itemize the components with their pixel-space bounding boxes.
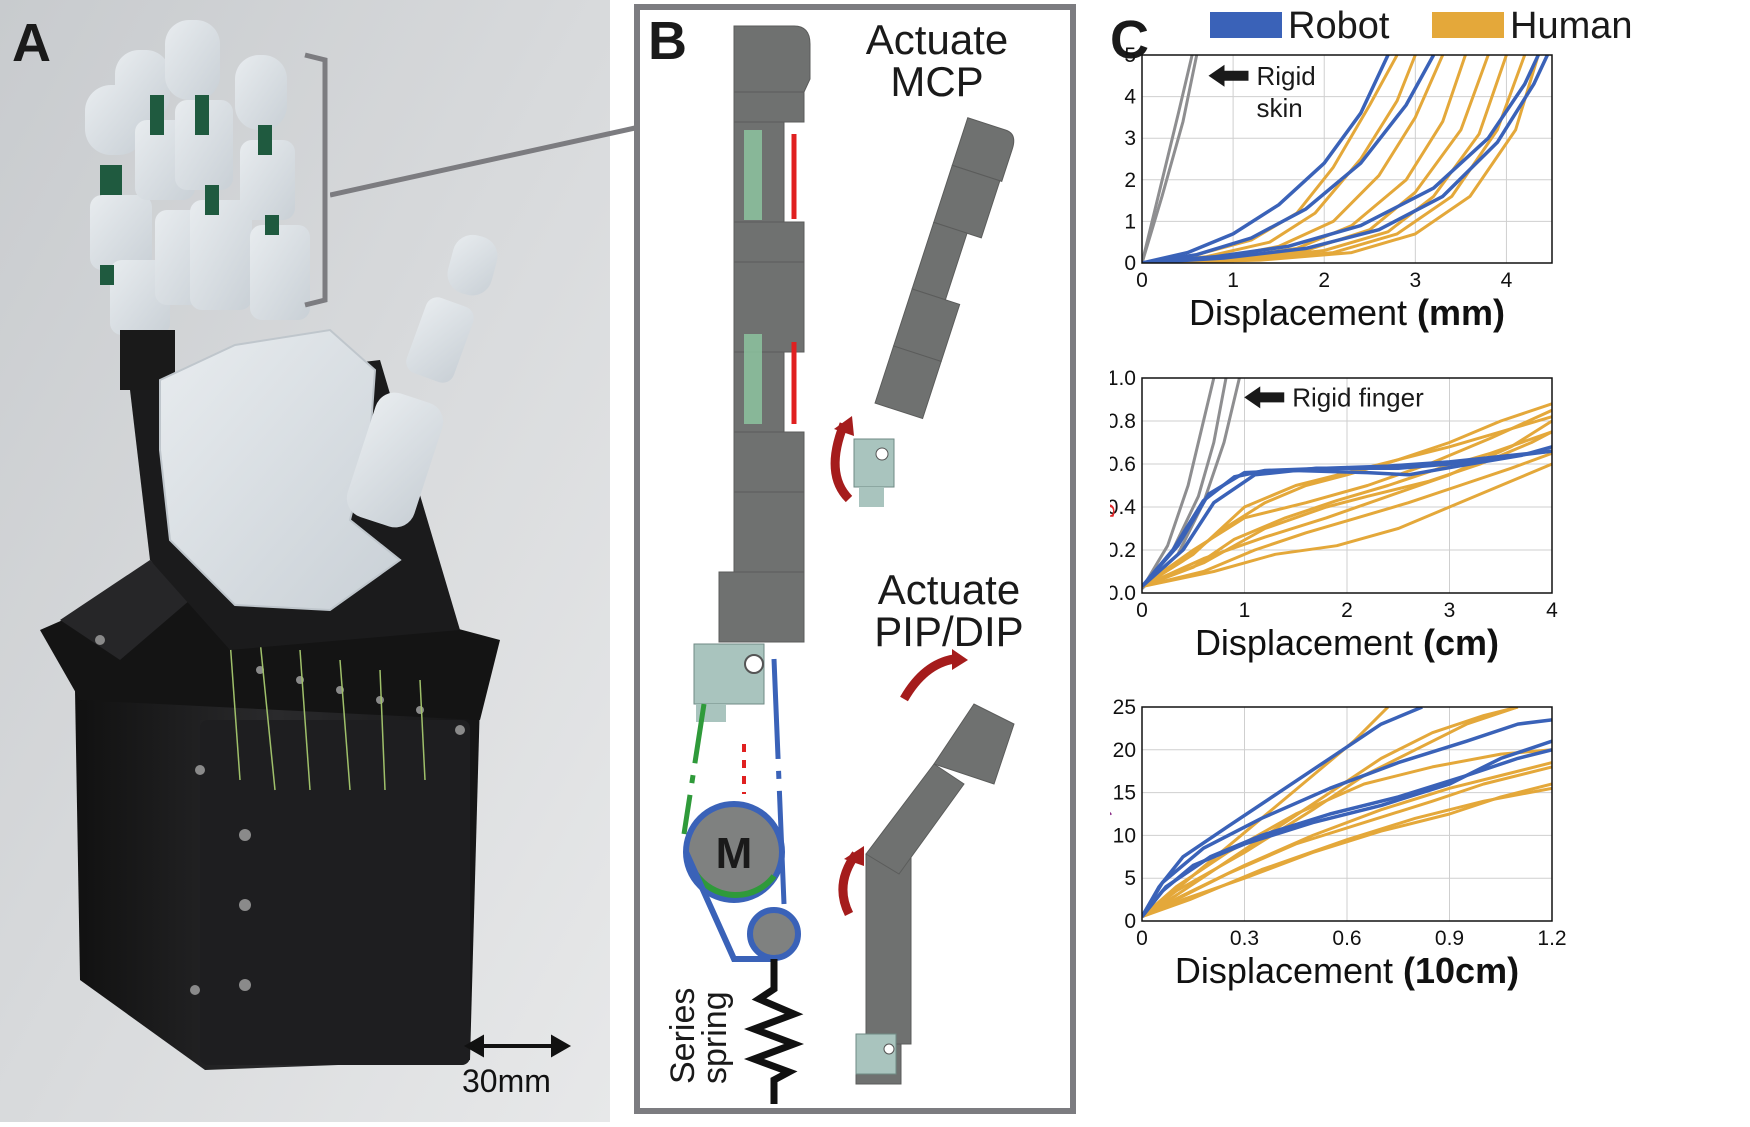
y-tick-label: 15: [1113, 782, 1136, 805]
series-spring: [743, 959, 804, 1104]
finger-schematic-panel: M Actuate MCP: [634, 4, 1076, 1114]
y-tick-label: 0.6: [1110, 453, 1136, 476]
y-tick-label: 0: [1124, 252, 1136, 275]
series-line-robot: [1142, 748, 1552, 918]
series-line-human: [1142, 707, 1519, 918]
y-tick-label: 1.0: [1110, 367, 1136, 390]
rotation-arrow-dip: [900, 654, 955, 702]
series-line-robot: [1142, 718, 1552, 918]
x-tick-label: 4: [1501, 269, 1513, 292]
panel-letter-b: B: [648, 11, 687, 71]
plot-frame: [1141, 377, 1553, 594]
x-tick-label: 2: [1341, 599, 1353, 622]
chart-legend: Robot Human: [1210, 5, 1633, 47]
actuate-pip-line2: PIP/DIP: [874, 608, 1023, 655]
x-axis-label: Displacement (cm): [1195, 622, 1499, 663]
x-tick-label: 4: [1546, 599, 1558, 622]
pulley: [747, 907, 801, 961]
scale-bar-label: 30mm: [462, 1063, 551, 1099]
series-line-human: [1142, 786, 1552, 919]
annotation-arrow: [1208, 64, 1249, 87]
y-tick-label: 0.4: [1110, 496, 1136, 519]
series-line-robot: [1142, 55, 1540, 263]
x-tick-label: 1: [1227, 269, 1239, 292]
actuate-pip-line1: Actuate: [878, 566, 1020, 613]
x-tick-label: 0.3: [1230, 927, 1259, 950]
series-line-human: [1142, 462, 1552, 588]
joint-pad-upper: [744, 130, 762, 220]
y-tick-label: 0.2: [1110, 539, 1136, 562]
robot-hand-photo: [0, 0, 610, 1122]
series-line-human: [1142, 451, 1552, 588]
series-line-human: [1142, 55, 1540, 263]
series-spring-line2: spring: [696, 991, 734, 1084]
y-tick-label: 2: [1124, 169, 1136, 192]
x-axis-label: Displacement (mm): [1189, 292, 1505, 333]
series-line-human: [1142, 408, 1552, 588]
series-line-robot: [1142, 449, 1552, 588]
annotation-text: Rigid: [1256, 61, 1315, 91]
x-tick-label: 0.9: [1435, 927, 1464, 950]
plot-frame: [1141, 706, 1553, 922]
zoom-connector-line: [330, 125, 636, 198]
y-tick-label: 0.0: [1110, 582, 1136, 605]
legend-robot-label: Robot: [1288, 5, 1390, 47]
series-line-rigid: [1142, 378, 1216, 590]
x-tick-label: 0: [1136, 927, 1148, 950]
mcp-joint-block: [693, 643, 765, 705]
x-axis-label: Displacement (10cm): [1175, 950, 1519, 991]
actuate-mcp-line2: MCP: [890, 58, 983, 105]
annotation-text: Rigid finger: [1292, 382, 1424, 412]
x-tick-label: 1.2: [1537, 927, 1566, 950]
series-line-rigid: [1142, 55, 1199, 263]
y-tick-label: 5: [1124, 44, 1136, 67]
y-axis-label: fskin(N): [1110, 83, 1116, 238]
y-tick-label: 25: [1113, 696, 1136, 719]
series-line-human: [1142, 419, 1552, 588]
x-tick-label: 3: [1444, 599, 1456, 622]
motor-label: M: [716, 829, 753, 878]
x-tick-label: 1: [1239, 599, 1251, 622]
x-tick-label: 2: [1318, 269, 1330, 292]
plot-frame: [1141, 54, 1553, 264]
y-tick-label: 20: [1113, 739, 1136, 762]
y-tick-label: 4: [1124, 86, 1136, 109]
x-tick-label: 3: [1409, 269, 1421, 292]
x-tick-label: 0: [1136, 269, 1148, 292]
legend-swatch-human: [1432, 12, 1504, 38]
annotation-arrow: [1244, 386, 1285, 409]
series-line-robot: [1142, 55, 1436, 263]
series-spring-line1: Series: [664, 988, 702, 1084]
y-tick-label: 3: [1124, 127, 1136, 150]
legend-swatch-robot: [1210, 12, 1282, 38]
panel-letter-a: A: [12, 13, 51, 73]
legend-human-label: Human: [1510, 5, 1633, 47]
y-tick-label: 5: [1124, 867, 1136, 890]
y-tick-label: 10: [1113, 824, 1136, 847]
series-line-human: [1142, 707, 1519, 918]
tendon-green: [681, 703, 707, 835]
joint-pad-lower: [744, 334, 762, 424]
actuate-mcp-line1: Actuate: [866, 16, 1008, 63]
series-line-human: [1142, 761, 1552, 919]
annotation-text: skin: [1256, 93, 1302, 123]
x-tick-label: 0: [1136, 599, 1148, 622]
y-tick-label: 0: [1124, 910, 1136, 933]
series-line-rigid: [1142, 55, 1194, 263]
y-tick-label: 0.8: [1110, 410, 1136, 433]
y-tick-label: 1: [1124, 210, 1136, 233]
series-line-robot: [1142, 55, 1390, 263]
rotation-arrow-mcp: [830, 422, 853, 503]
x-tick-label: 0.6: [1332, 927, 1361, 950]
series-line-robot: [1142, 55, 1549, 263]
